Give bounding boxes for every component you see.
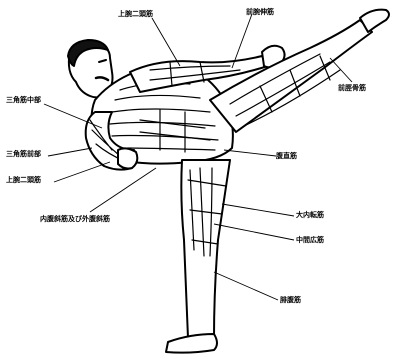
leader-biceps-upper [152,18,180,66]
label-vastus-intermedius: 中間広筋 [296,236,324,244]
leader-tibialis-anterior [330,58,352,82]
leader-gastrocnemius [214,272,278,300]
leader-biceps-lower [54,162,110,182]
leader-rectus-abdominis [224,150,276,156]
label-rectus-abdominis: 腹直筋 [276,152,297,160]
label-tibialis-anterior: 前脛骨筋 [338,84,366,92]
standing-leg-figure [166,160,230,353]
leader-vastus-intermedius [214,224,294,240]
label-deltoid-anterior: 三角筋前部 [6,150,41,158]
label-obliques: 内腹斜筋及び外腹斜筋 [40,215,110,223]
label-biceps-lower: 上腕二頭筋 [6,176,41,184]
label-biceps-upper: 上腕二頭筋 [118,10,153,18]
leader-deltoid-anterior [48,148,92,156]
leader-obliques [90,168,156,212]
leader-adductor-magnus [222,204,294,216]
label-forearm-extensors: 前腕伸筋 [246,8,274,16]
label-deltoid-middle: 三角筋中部 [6,96,41,104]
label-adductor-magnus: 大内転筋 [296,211,324,219]
label-gastrocnemius: 腓腹筋 [280,296,301,304]
